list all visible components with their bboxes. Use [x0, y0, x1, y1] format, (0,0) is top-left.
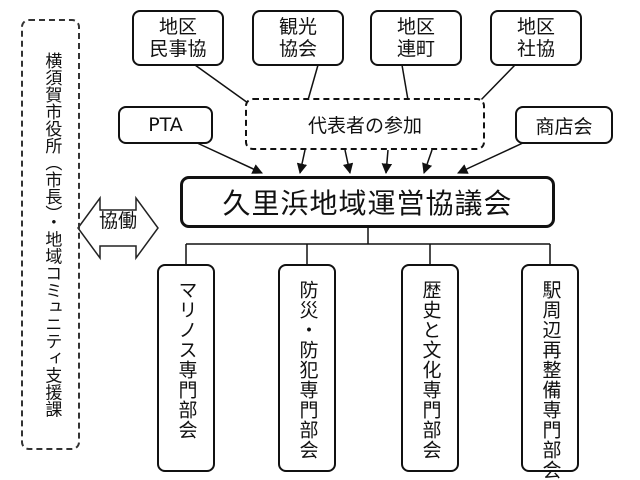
collaboration-label: 協働 — [98, 210, 137, 232]
group-line: 地区 — [158, 16, 197, 38]
council-label: 久里浜地域運営協議会 — [222, 187, 513, 220]
arrow-rep-2 — [342, 149, 354, 175]
group-box-district-welfare-commissioners: 地区 民事協 — [132, 10, 224, 66]
shopkeepers-association-box: 商店会 — [515, 106, 613, 144]
connector-line — [307, 64, 319, 101]
group-line: 連町 — [396, 38, 435, 60]
city-office-label: 横須賀市役所（市長）・地域コミュニティ支援課 — [41, 51, 62, 418]
group-line: 社協 — [516, 38, 555, 60]
representatives-label: 代表者の参加 — [307, 114, 422, 137]
committee-box-marinos: マリノス専門部会 — [157, 264, 215, 472]
shopkeepers-label: 商店会 — [535, 115, 593, 138]
group-box-district-neighborhood-association: 地区 連町 — [370, 10, 462, 66]
group-line: 地区 — [396, 16, 435, 38]
arrow-rep-3 — [381, 149, 393, 175]
committee-box-station-redevelopment: 駅周辺再整備専門部会 — [521, 264, 579, 480]
pta-box: PTA — [118, 106, 213, 144]
group-box-tourism-association: 観光 協会 — [252, 10, 344, 66]
group-line: 地区 — [516, 16, 555, 38]
group-box-district-social-welfare-council: 地区 社協 — [490, 10, 582, 66]
arrow-rep-1 — [296, 149, 308, 175]
pta-label: PTA — [148, 114, 183, 136]
committee-label: マリノス専門部会 — [175, 280, 198, 440]
committee-box-history-culture: 歴史と文化専門部会 — [401, 264, 459, 472]
committee-box-disaster-crime-prevention: 防災・防犯専門部会 — [278, 264, 336, 472]
group-line: 観光 — [278, 16, 317, 38]
connector-line — [401, 64, 409, 101]
council-box: 久里浜地域運営協議会 — [180, 176, 555, 228]
connector-line — [477, 64, 516, 104]
committee-label: 駅周辺再整備専門部会 — [539, 280, 562, 480]
representatives-box: 代表者の参加 — [245, 98, 485, 150]
committee-label: 歴史と文化専門部会 — [419, 280, 442, 460]
arrow-rep-4 — [422, 149, 433, 174]
connector-line — [194, 64, 249, 104]
arrow-pta — [194, 141, 263, 174]
collaboration-double-arrow — [77, 195, 159, 261]
committee-label: 防災・防犯専門部会 — [296, 280, 319, 460]
group-line: 民事協 — [149, 38, 207, 60]
arrow-shop — [457, 141, 526, 174]
city-office-box: 横須賀市役所（市長）・地域コミュニティ支援課 — [21, 19, 80, 450]
group-line: 協会 — [278, 38, 317, 60]
